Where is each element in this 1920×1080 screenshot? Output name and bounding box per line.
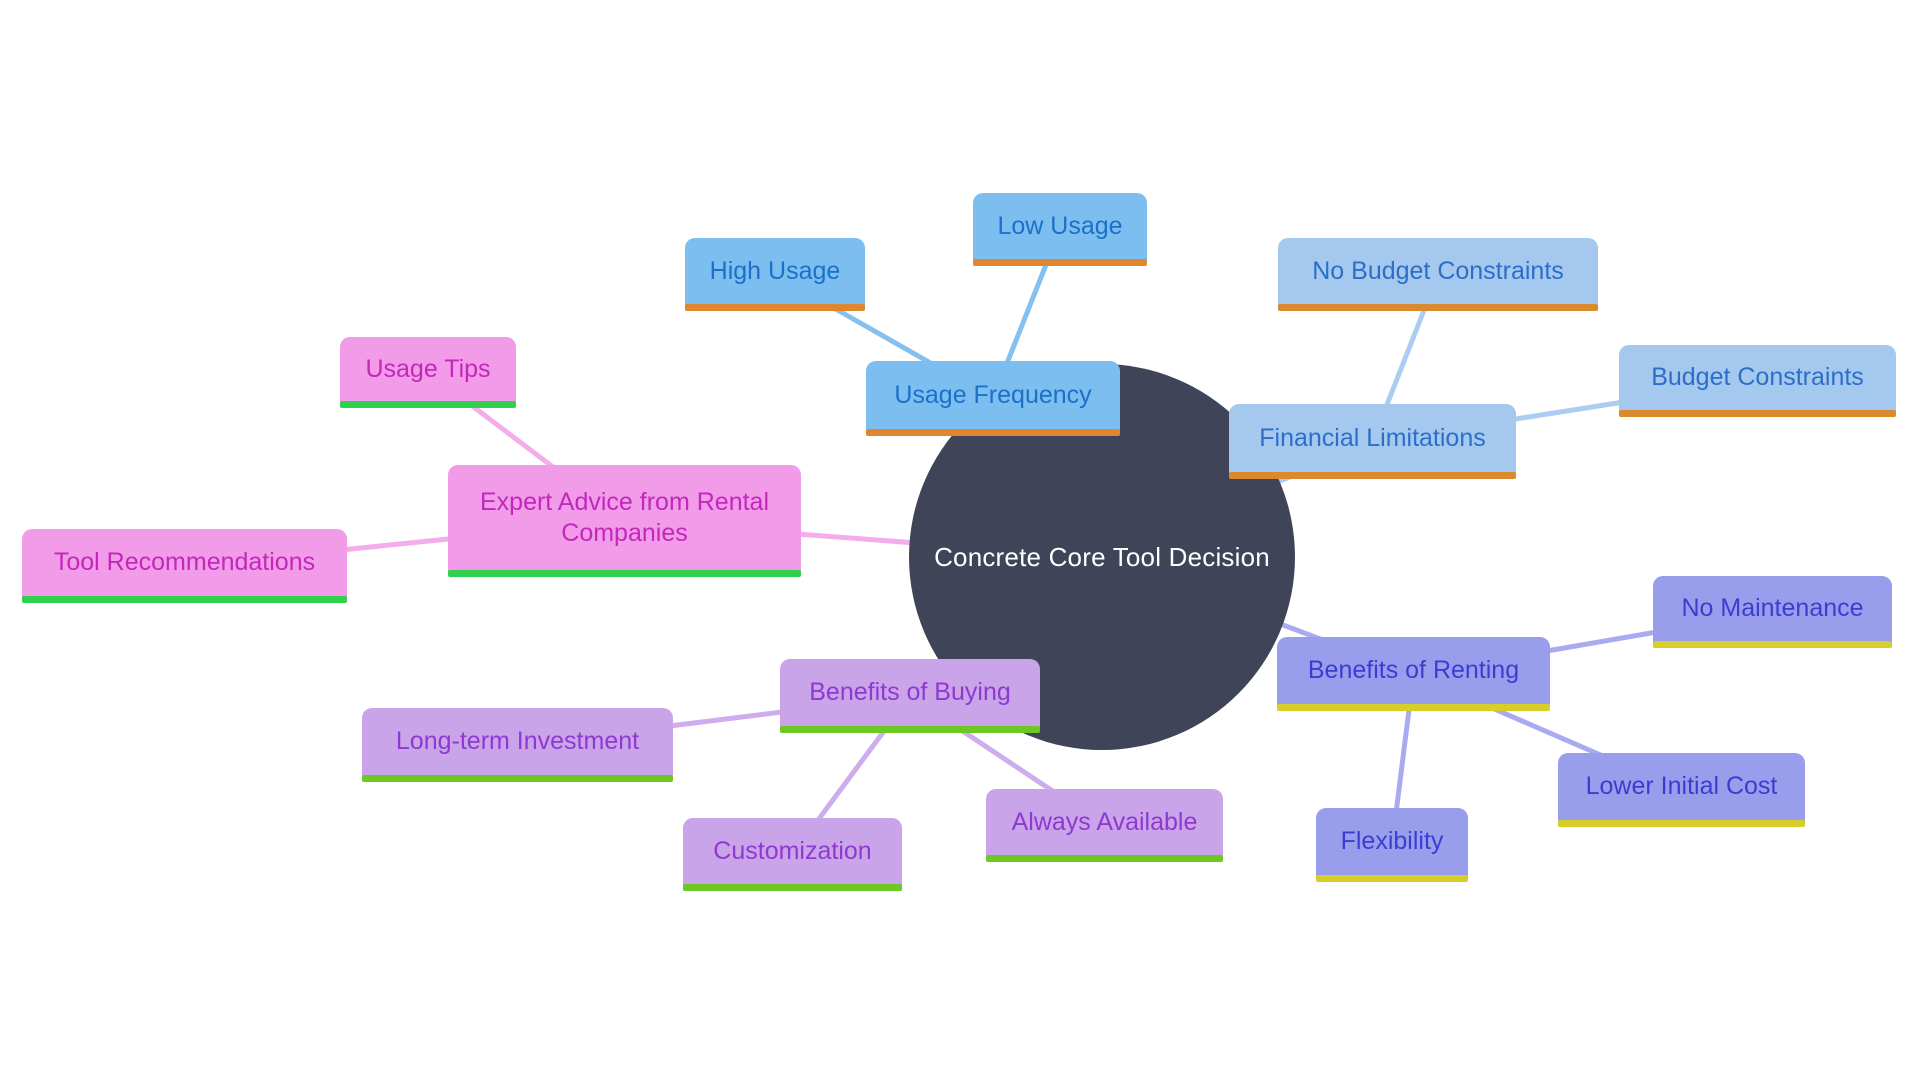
node-label: Usage Tips	[365, 354, 491, 383]
node-underline	[1278, 304, 1598, 311]
node-benefits-of-renting: Benefits of Renting	[1277, 637, 1550, 711]
node-label: No Maintenance	[1681, 594, 1864, 623]
node-underline	[448, 570, 801, 577]
node-budget-constraints: Budget Constraints	[1619, 345, 1896, 417]
node-underline	[866, 429, 1120, 436]
node-underline	[362, 775, 673, 782]
node-label: Lower Initial Cost	[1585, 772, 1778, 801]
node-usage-frequency: Usage Frequency	[866, 361, 1120, 436]
node-no-budget-constraints: No Budget Constraints	[1278, 238, 1598, 311]
node-label: Always Available	[1011, 807, 1198, 836]
node-low-usage: Low Usage	[973, 193, 1147, 266]
node-label: Financial Limitations	[1259, 423, 1486, 452]
node-long-term-investment: Long-term Investment	[362, 708, 673, 782]
node-label: Budget Constraints	[1651, 363, 1864, 392]
center-node-label: Concrete Core Tool Decision	[934, 541, 1270, 572]
node-underline	[1619, 410, 1896, 417]
node-label: Tool Recommendations	[53, 548, 316, 577]
node-expert-advice: Expert Advice from Rental Companies	[448, 465, 801, 577]
node-underline	[1277, 704, 1550, 711]
node-underline	[1229, 472, 1516, 479]
node-underline	[780, 726, 1040, 733]
node-underline	[1653, 641, 1892, 648]
node-label: Benefits of Renting	[1307, 656, 1520, 685]
node-flexibility: Flexibility	[1316, 808, 1468, 882]
node-label: Long-term Investment	[395, 727, 640, 756]
node-label: Low Usage	[997, 211, 1123, 240]
node-benefits-of-buying: Benefits of Buying	[780, 659, 1040, 733]
node-underline	[1316, 875, 1468, 882]
node-underline	[986, 855, 1223, 862]
node-always-available: Always Available	[986, 789, 1223, 862]
node-usage-tips: Usage Tips	[340, 337, 516, 408]
node-lower-initial-cost: Lower Initial Cost	[1558, 753, 1805, 827]
node-high-usage: High Usage	[685, 238, 865, 311]
node-financial-limitations: Financial Limitations	[1229, 404, 1516, 479]
node-tool-recommendations: Tool Recommendations	[22, 529, 347, 603]
node-underline	[1558, 820, 1805, 827]
node-no-maintenance: No Maintenance	[1653, 576, 1892, 648]
node-label: Benefits of Buying	[809, 678, 1011, 707]
node-underline	[973, 259, 1147, 266]
node-label: Flexibility	[1340, 827, 1444, 856]
node-underline	[340, 401, 516, 408]
node-label: Usage Frequency	[894, 380, 1092, 409]
node-label: No Budget Constraints	[1312, 256, 1564, 285]
node-underline	[22, 596, 347, 603]
node-underline	[685, 304, 865, 311]
node-label: High Usage	[709, 256, 841, 285]
node-label: Expert Advice from Rental Companies	[479, 488, 769, 547]
node-customization: Customization	[683, 818, 902, 891]
node-underline	[683, 884, 902, 891]
node-label: Customization	[713, 836, 872, 865]
